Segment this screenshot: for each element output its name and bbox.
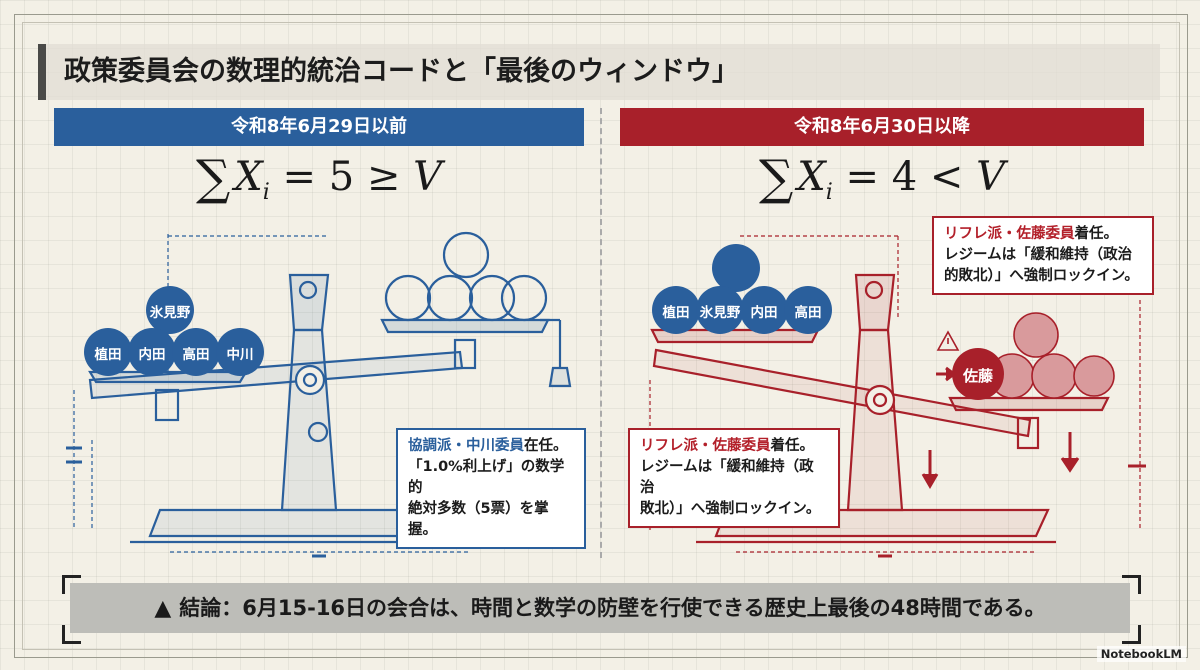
bracket-corner (62, 625, 81, 644)
outer-frame (14, 14, 1188, 658)
right-pan-right (948, 396, 1110, 412)
ball-label: 内田 (138, 347, 166, 363)
ball-label: 内田 (750, 305, 778, 321)
ball-label: 植田 (662, 305, 690, 321)
left-counterweight (548, 366, 572, 388)
right-beam (652, 348, 1032, 438)
ball-label: 氷見野 (699, 305, 741, 321)
right-pillar (846, 328, 904, 512)
ball-label: 高田 (794, 305, 822, 321)
right-balance-scale (649, 235, 1146, 558)
left-pillar (280, 328, 338, 512)
right-formula: ∑Xi = 4 < V (758, 150, 1006, 206)
ball-label: 氷見野 (149, 305, 191, 321)
down-arrow-icon (1060, 432, 1080, 473)
right-arrow-icon (936, 366, 957, 382)
panel-divider (600, 108, 602, 558)
conclusion-banner: ▲ 結論：6月15-16日の会合は、時間と数学の防壁を行使できる歴史上最後の48時… (70, 583, 1130, 633)
conclusion-text: 結論：6月15-16日の会合は、時間と数学の防壁を行使できる歴史上最後の48時間… (179, 596, 1046, 620)
left-pillar-top (288, 273, 330, 332)
left-annotation: 協調派・中川委員在任。 「1.0%利上げ」の数学的 絶対多数（5票）を掌握。 (396, 428, 586, 549)
ball-label: 中川 (226, 347, 254, 363)
page-title: 政策委員会の数理的統治コードと「最後のウィンドウ」 (38, 44, 1160, 100)
brand-label: NotebookLM (1096, 646, 1186, 662)
left-blue-balls (84, 286, 264, 376)
right-pink-balls (989, 312, 1115, 399)
sato-ball (952, 348, 1004, 400)
right-panel-header: 令和8年6月30日以降 (620, 108, 1144, 146)
bracket-corner (1122, 625, 1141, 644)
right-blue-balls (652, 244, 832, 334)
down-arrow-icon (921, 450, 939, 489)
right-dimension-lines (649, 235, 1141, 553)
left-formula: ∑Xi = 5 ≥ V (195, 150, 443, 206)
right-annotation-lower: リフレ派・佐藤委員着任。 レジームは「緩和維持（政治 敗北）」へ強制ロックイン。 (628, 428, 840, 528)
warning-icon: ▲ (154, 596, 172, 621)
warning-icon (936, 330, 960, 351)
right-pillar-top (854, 273, 896, 332)
inner-frame (22, 22, 1180, 650)
ball-label: 高田 (182, 347, 210, 363)
left-empty-balls (384, 231, 548, 322)
ball-label-sato: 佐藤 (962, 367, 993, 385)
bracket-corner (62, 575, 81, 594)
bracket-corner (1122, 575, 1141, 594)
ball-label: 植田 (94, 347, 122, 363)
left-pan-right (380, 318, 550, 334)
left-panel-header: 令和8年6月29日以前 (54, 108, 584, 146)
right-annotation-upper: リフレ派・佐藤委員着任。 レジームは「緩和維持（政治 的敗北）」へ強制ロックイン… (932, 216, 1154, 295)
